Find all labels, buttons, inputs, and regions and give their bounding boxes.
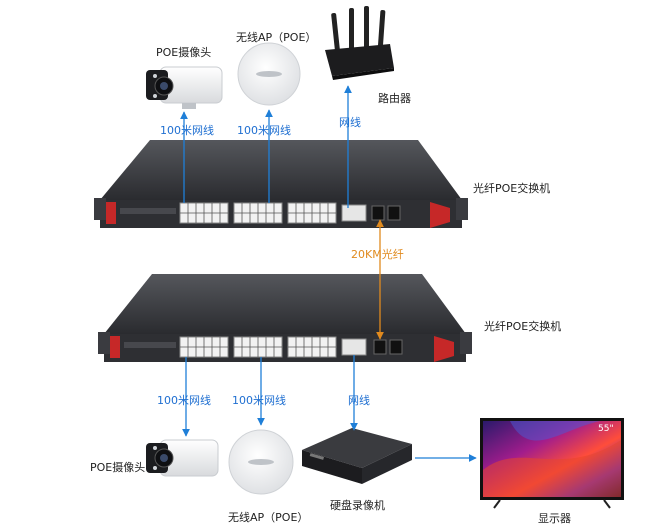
display-label: 显示器	[538, 512, 571, 525]
switch-bottom-label: 光纤POE交换机	[484, 320, 562, 333]
wireless-ap-top-icon	[237, 42, 301, 106]
display-icon	[480, 418, 624, 509]
router-icon	[325, 6, 394, 80]
fiber-poe-switch-top-icon	[94, 140, 468, 228]
fiber-link-label: 20KM光纤	[351, 248, 404, 261]
link-net-top-label: 网线	[339, 116, 361, 129]
fiber-poe-switch-bottom-icon	[98, 274, 472, 362]
nvr-label: 硬盘录像机	[330, 499, 385, 512]
wireless-ap-top-label: 无线AP（POE）	[236, 31, 317, 44]
link-100m-top-1-label: 100米网线	[160, 124, 214, 137]
wireless-ap-bottom-label: 无线AP（POE）	[228, 511, 309, 524]
tv-size-badge: 55"	[598, 424, 614, 434]
nvr-icon	[302, 428, 412, 484]
poe-camera-top-label: POE摄像头	[156, 46, 212, 59]
link-100m-bottom-2-label: 100米网线	[232, 394, 286, 407]
poe-camera-bottom-icon	[146, 439, 219, 477]
switch-top-label: 光纤POE交换机	[473, 182, 551, 195]
link-100m-bottom-1-label: 100米网线	[157, 394, 211, 407]
connections	[180, 85, 477, 462]
poe-camera-top-icon	[146, 66, 223, 109]
wireless-ap-bottom-icon	[228, 429, 294, 495]
router-label: 路由器	[378, 92, 411, 105]
link-100m-top-2-label: 100米网线	[237, 124, 291, 137]
poe-camera-bottom-label: POE摄像头	[90, 461, 146, 474]
link-net-bottom-label: 网线	[348, 394, 370, 407]
